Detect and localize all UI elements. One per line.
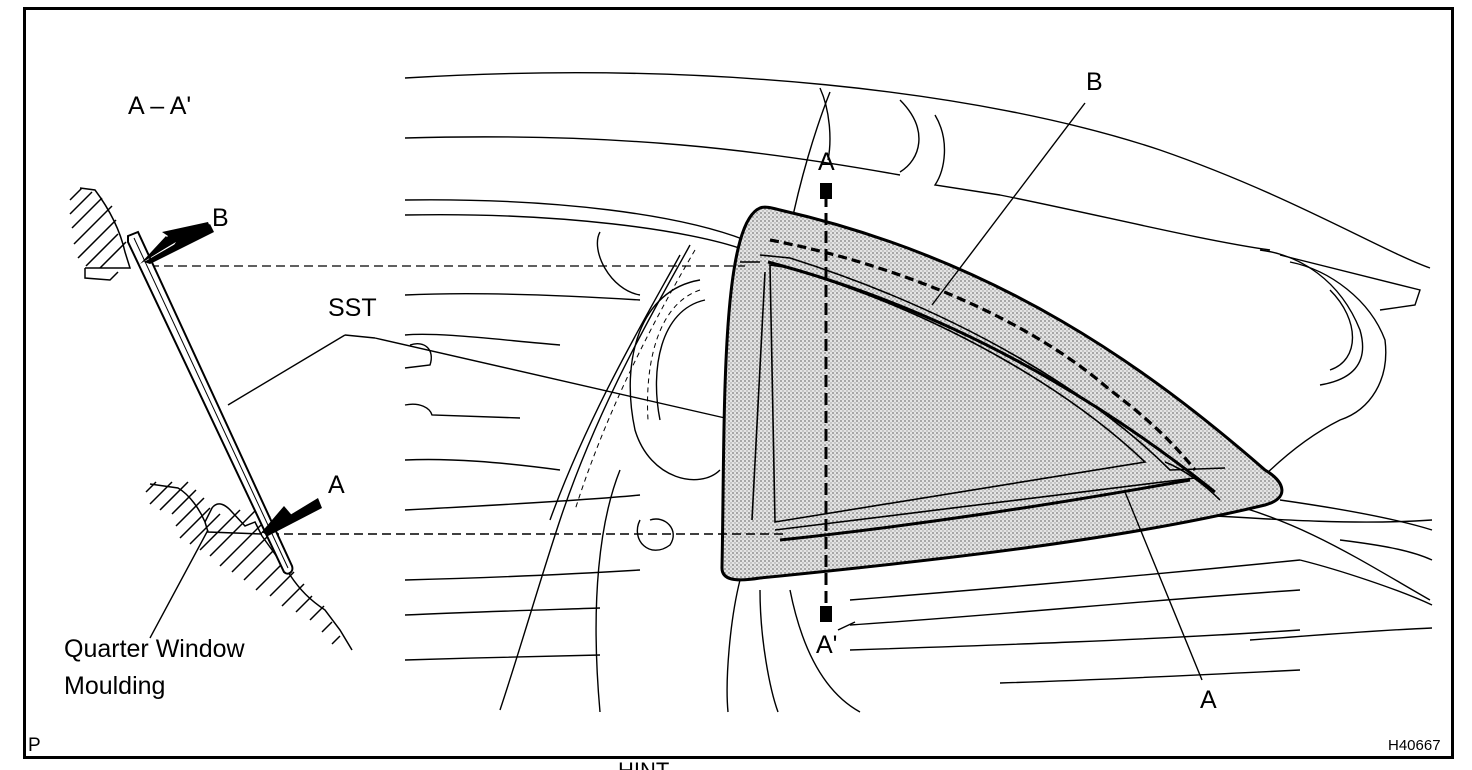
corner-label: P bbox=[28, 735, 41, 756]
callout-b-left: B bbox=[212, 204, 229, 232]
callout-moulding-line1: Quarter Window bbox=[64, 635, 245, 663]
cut-off-caption: HINT bbox=[618, 760, 669, 770]
figure-id: H40667 bbox=[1388, 737, 1441, 754]
section-moulding bbox=[127, 230, 294, 575]
callout-a-prime-bottom: A' bbox=[816, 631, 838, 659]
quarter-window-glass bbox=[720, 205, 1284, 582]
section-title: A – A' bbox=[128, 92, 192, 120]
arrow-a-icon bbox=[260, 498, 322, 536]
moulding-bottom-edge bbox=[779, 478, 1191, 542]
leader-lines bbox=[149, 102, 1203, 681]
section-body-lower bbox=[145, 481, 353, 651]
callout-b-right: B bbox=[1086, 68, 1103, 96]
section-body-upper bbox=[69, 187, 132, 281]
callout-a-left: A bbox=[328, 471, 345, 499]
callout-a-right: A bbox=[1200, 686, 1217, 714]
callout-moulding-line2: Moulding bbox=[64, 672, 166, 700]
car-body-outline bbox=[404, 72, 1433, 713]
callout-sst: SST bbox=[328, 294, 377, 322]
section-marker-top bbox=[820, 183, 832, 199]
callout-a-top: A bbox=[818, 148, 835, 176]
arrow-b-icon bbox=[140, 222, 214, 264]
section-marker-bottom bbox=[820, 606, 832, 622]
moulding-top-edge bbox=[767, 260, 1216, 494]
